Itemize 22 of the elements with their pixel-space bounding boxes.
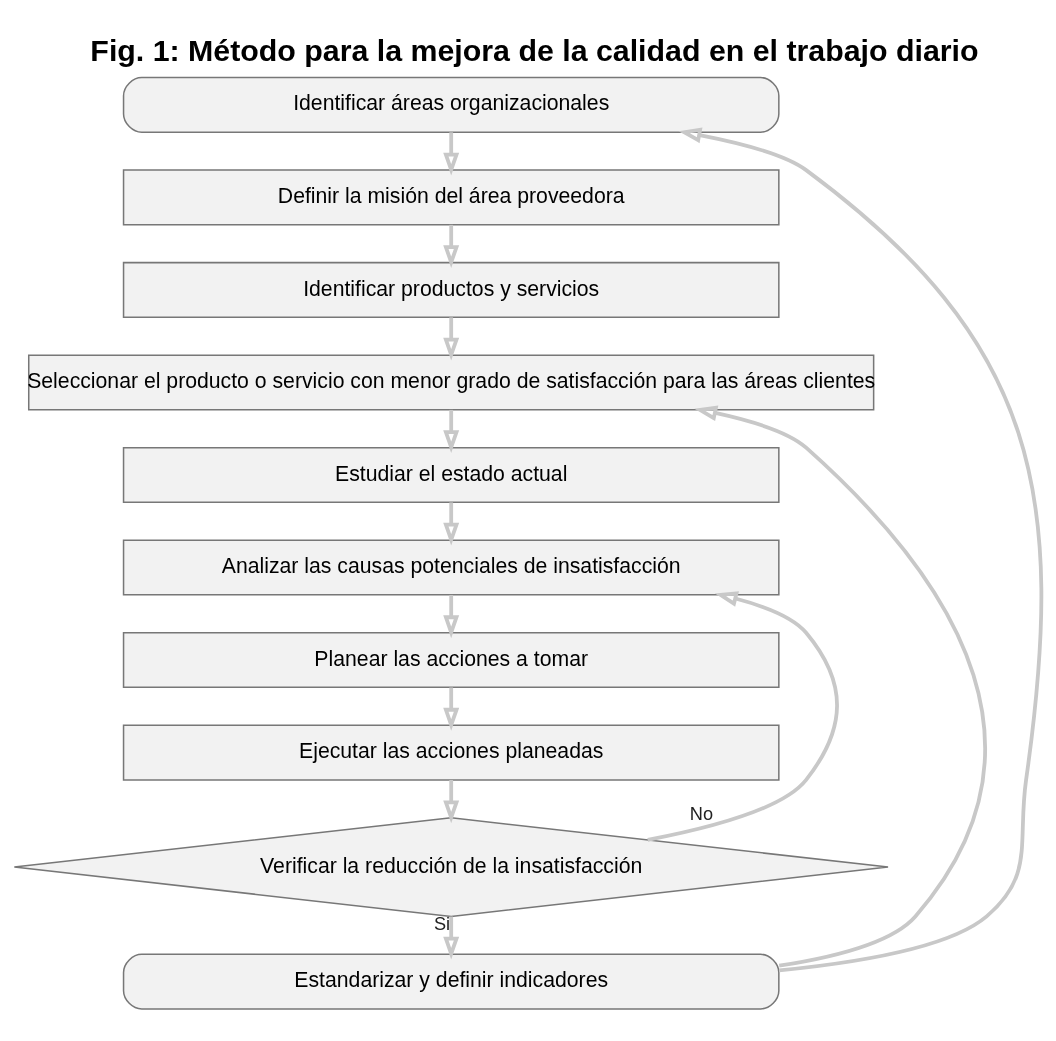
arrow: [694, 405, 987, 968]
node-box: Definir la misión del área proveedora: [122, 169, 780, 226]
node-box: Seleccionar el producto o servicio con menor grado de satisfacción para las áreas clientes: [27, 354, 875, 411]
arrow: [678, 127, 1044, 973]
node-box: Estudiar el estado actual: [122, 446, 780, 504]
arrow: [443, 409, 460, 454]
arrow: [647, 591, 839, 842]
arrow: [443, 779, 460, 824]
arrow: [443, 224, 460, 268]
arrow: [443, 317, 460, 361]
arrow: [443, 132, 460, 176]
node-box: Planear las acciones a tomar: [122, 632, 780, 689]
arrow: [443, 687, 460, 731]
arrow: [443, 594, 460, 639]
node-box: Analizar las causas potenciales de insatisfacción: [122, 539, 780, 596]
diagram-title: Fig. 1: Método para la mejora de la calidad en el trabajo diario: [90, 33, 979, 67]
node-box: Estandarizar y definir indicadores: [122, 953, 780, 1010]
arrow: [443, 502, 460, 546]
node-box: Ejecutar las acciones planeadas: [122, 724, 780, 781]
node-box: Identificar áreas organizacionales: [122, 76, 780, 133]
node-box: Identificar productos y servicios: [122, 261, 780, 318]
arrow: [443, 916, 460, 960]
